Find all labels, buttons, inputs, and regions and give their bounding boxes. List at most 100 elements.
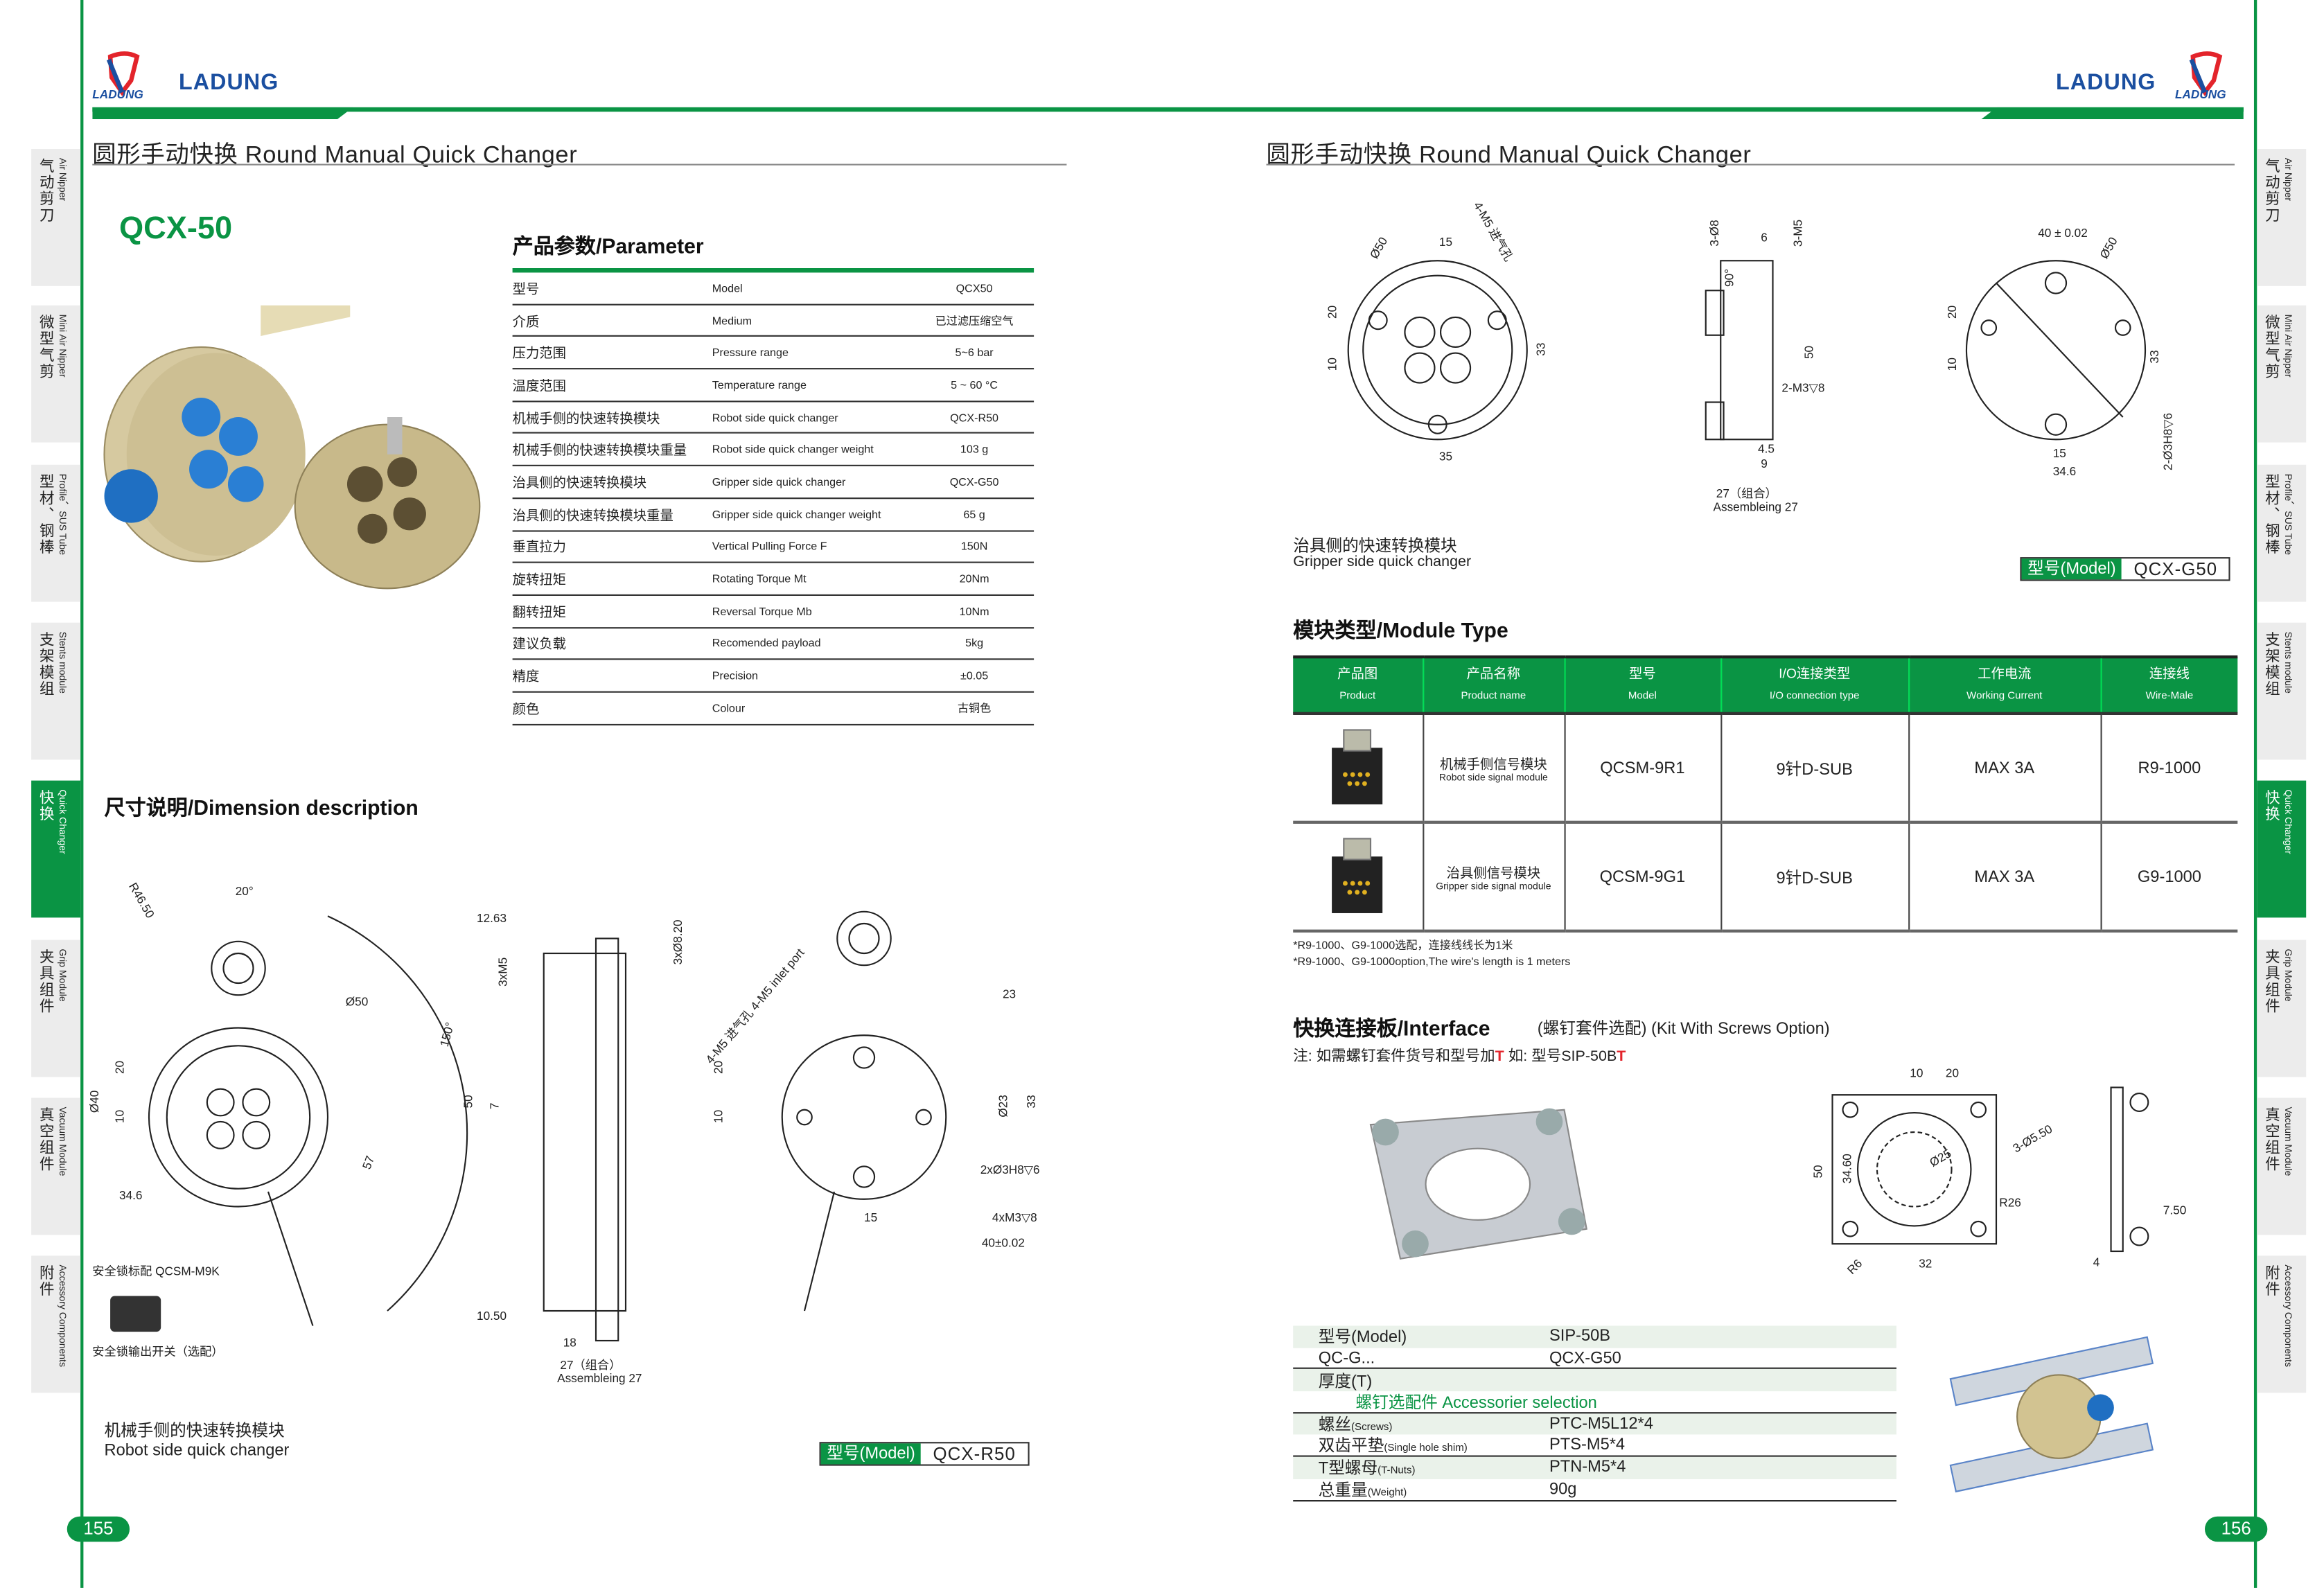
dimension-label: 40±0.02 [981,1236,1025,1250]
side-tab-en: Grip Module [2282,949,2293,1002]
dimension-label: 35 [1438,450,1453,464]
param-value: 古铜色 [957,701,992,715]
io-type: 9针D-SUB [1720,713,1910,824]
param-en: Robot side quick changer [712,410,838,424]
dimension-label: Ø40 [87,1090,102,1113]
kit-row: 总重量(Weight)90g [1293,1479,1896,1501]
working-current: MAX 3A [1908,822,2102,933]
note-t: T [1495,1048,1504,1066]
dsub-connector-icon [1332,729,1383,804]
brand-wordmark-right: LADUNG [2056,70,2156,96]
accessory-section: 螺钉选配件 Accessorier selection [1355,1394,1597,1412]
param-value: QCX-R50 [950,410,999,424]
param-cn: 型号 [512,281,540,297]
kit-key: 型号(Model) [1318,1329,1407,1348]
dimension-label: 33 [2148,350,2162,364]
interface-subtitle: (螺钉套件选配) (Kit With Screws Option) [1537,1020,1830,1039]
wire-note-en: *R9-1000、G9-1000option,The wire's length… [1293,955,1571,969]
dimension-label: 安全锁标配 QCSM-M9K [92,1264,220,1278]
side-tab-cn: 附件 [35,1264,53,1298]
side-tab-en: Accessory Components [56,1264,67,1367]
dimension-label: 7 [488,1102,502,1110]
dimension-label: 6 [1761,231,1768,245]
name-en: Gripper side signal module [1436,881,1551,892]
param-cn: 治具侧的快速转换模块重量 [512,507,674,522]
dimension-label: 10 [712,1109,725,1123]
param-value: 5 ~ 60 °C [951,378,998,392]
param-cn: 颜色 [512,701,540,716]
side-tab-cn: 型材、钢棒 [35,473,53,556]
side-tab-en: Mini Air Nipper [56,314,67,378]
dimension-label: 2-M3▽8 [1781,381,1825,395]
product-photo [103,305,481,590]
side-tab-cn: 微型气剪 [35,314,53,380]
param-en: Model [712,281,743,295]
param-en: Reversal Torque Mb [712,604,812,618]
side-tab-en: Grip Module [56,949,67,1002]
header-cn: 产品图 [1337,666,1378,681]
dimension-heading: 尺寸说明/Dimension description [104,795,419,820]
page-number-right: 156 [2205,1516,2268,1542]
dimension-label: 15 [2052,447,2066,461]
header-band-right [1981,107,2244,119]
side-tab-cn: 型材、钢棒 [2261,473,2278,556]
dimension-label: 2xØ3H8▽6 [980,1163,1040,1177]
title-underline-right [1266,164,2235,166]
dimension-label: 34.60 [1840,1154,1854,1184]
param-en: Pressure range [712,346,789,360]
kit-row: 螺钉选配件 Accessorier selection [1293,1391,1896,1413]
product-code: QCX-50 [119,211,233,246]
dimension-label: 安全锁输出开关（选配） [92,1345,224,1359]
header-rule [92,107,2244,112]
dimension-label: Ø50 [345,995,369,1009]
io-type: 9针D-SUB [1720,822,1910,933]
param-value: 10Nm [959,604,989,618]
dimension-label: 4xM3▽8 [992,1210,1037,1225]
param-cn: 翻转扭矩 [512,604,567,619]
dimension-label: 12.63 [477,911,507,926]
caption-cn-right: 治具侧的快速转换模块 [1293,538,1457,556]
dimension-label: 3-Ø8 [1707,220,1722,247]
part-en: (Weight) [1367,1488,1407,1499]
dimension-label: 3-M5 [1791,219,1805,247]
header-en: Product [1339,691,1376,702]
param-value: 已过滤压缩空气 [935,313,1014,327]
side-tab-en: Air Nipper [56,157,67,202]
dimension-label: Ø23 [996,1095,1010,1118]
shield-logo-icon [106,51,140,96]
dimension-label: 10 [113,1109,127,1123]
dimension-label: 18 [563,1336,576,1350]
wire: G9-1000 [2100,822,2238,933]
part-value: PTN-M5*4 [1549,1458,1626,1477]
param-value: QCX-G50 [949,475,999,489]
connector-photo [1293,713,1424,824]
param-cn: 机械手侧的快速转换模块 [512,410,660,426]
header-en: Wire-Male [2145,691,2194,702]
side-tab-en: Stents module [56,631,67,694]
brand-wordmark: LADUNG [179,70,279,96]
side-tab-en: Air Nipper [2282,157,2293,202]
brand-logo-right: LADUNG [2175,51,2235,112]
caption-en-right: Gripper side quick changer [1293,554,1472,571]
